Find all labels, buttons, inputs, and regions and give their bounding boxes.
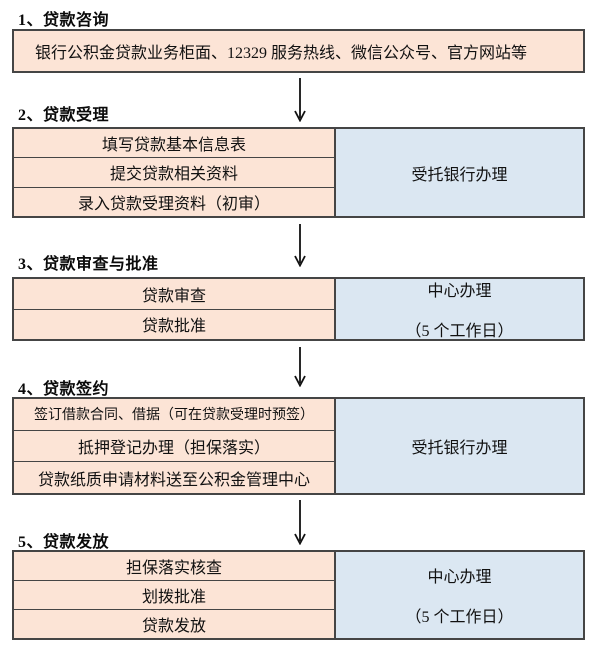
- review-approval-table: 贷款审查 贷款批准 中心办理 （5 个工作日）: [12, 277, 585, 341]
- handler-duration-text: （5 个工作日）: [405, 609, 514, 626]
- step-cell: 贷款批准: [141, 318, 206, 336]
- section-heading-signing: 4、贷款签约: [18, 381, 110, 398]
- disbursement-handler-cell: 中心办理 （5 个工作日）: [336, 552, 583, 638]
- step-cell: 贷款纸质申请材料送至公积金管理中心: [37, 471, 310, 489]
- step-cell: 贷款审查: [14, 279, 334, 310]
- section-heading-disbursement: 5、贷款发放: [18, 534, 110, 551]
- down-arrow-icon: [294, 500, 306, 545]
- signing-handler-cell: 受托银行办理: [336, 399, 583, 493]
- step-cell: 签订借款合同、借据（可在贷款受理时预签）: [14, 399, 334, 431]
- step-cell: 抵押登记办理（担保落实）: [14, 431, 334, 463]
- step-cell: 填写贷款基本信息表: [14, 129, 334, 159]
- handler-text: 受托银行办理: [411, 440, 508, 457]
- step-cell: 担保落实核查: [14, 552, 334, 581]
- consultation-channels-text: 银行公积金贷款业务柜面、12329 服务热线、微信公众号、官方网站等: [35, 45, 528, 62]
- consultation-channels-box: 银行公积金贷款业务柜面、12329 服务热线、微信公众号、官方网站等: [12, 29, 585, 73]
- handler-text: 中心办理: [427, 569, 492, 586]
- disbursement-steps-column: 担保落实核查 划拨批准 贷款发放: [14, 552, 336, 638]
- step-cell: 贷款发放: [141, 618, 206, 635]
- acceptance-steps-column: 填写贷款基本信息表 提交贷款相关资料 录入贷款受理资料（初审）: [14, 129, 336, 216]
- review-steps-column: 贷款审查 贷款批准: [14, 279, 336, 339]
- handler-text: 中心办理: [427, 283, 492, 300]
- signing-table: 签订借款合同、借据（可在贷款受理时预签） 抵押登记办理（担保落实） 贷款纸质申请…: [12, 397, 585, 495]
- section-heading-acceptance: 2、贷款受理: [18, 107, 110, 124]
- down-arrow-icon: [294, 347, 306, 387]
- handler-text: 受托银行办理: [411, 166, 508, 184]
- step-cell: 提交贷款相关资料: [14, 158, 334, 188]
- signing-steps-column: 签订借款合同、借据（可在贷款受理时预签） 抵押登记办理（担保落实） 贷款纸质申请…: [14, 399, 336, 493]
- down-arrow-icon: [294, 78, 306, 122]
- acceptance-handler-cell: 受托银行办理: [336, 129, 583, 216]
- acceptance-table: 填写贷款基本信息表 提交贷款相关资料 录入贷款受理资料（初审） 受托银行办理: [12, 127, 585, 218]
- down-arrow-icon: [294, 224, 306, 267]
- disbursement-table: 担保落实核查 划拨批准 贷款发放 中心办理 （5 个工作日）: [12, 550, 585, 640]
- section-heading-consultation: 1、贷款咨询: [18, 12, 110, 29]
- step-cell: 划拨批准: [14, 581, 334, 610]
- review-handler-cell: 中心办理 （5 个工作日）: [336, 279, 583, 340]
- step-cell: 录入贷款受理资料（初审）: [77, 195, 270, 213]
- handler-duration-text: （5 个工作日）: [405, 323, 514, 340]
- section-heading-review-approval: 3、贷款审查与批准: [18, 256, 159, 273]
